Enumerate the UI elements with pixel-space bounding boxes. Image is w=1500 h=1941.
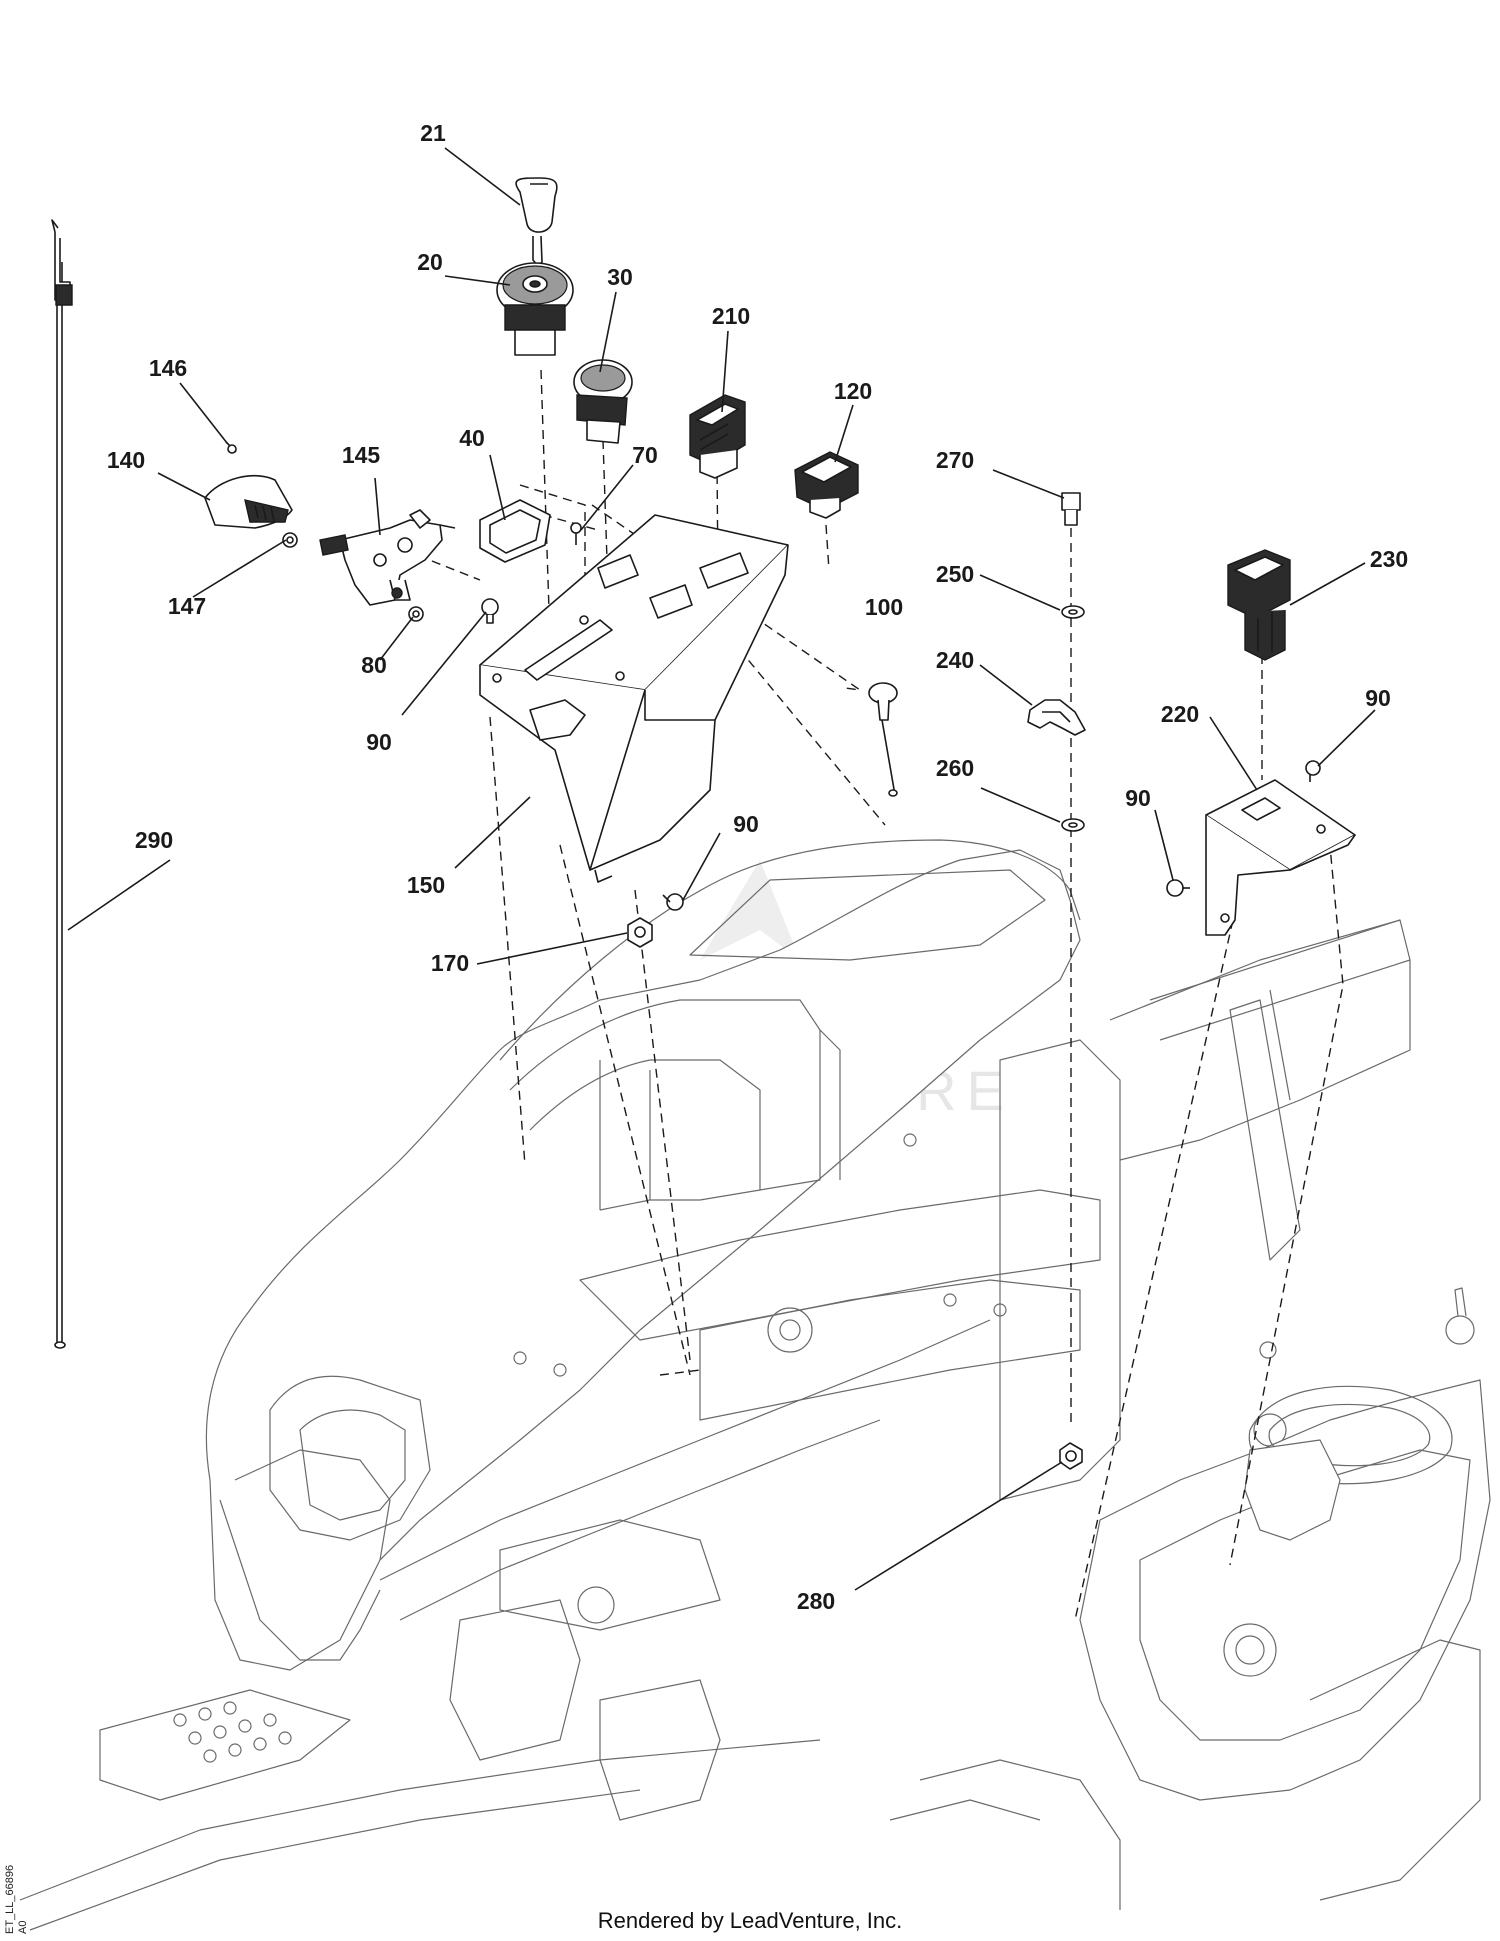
part-90-bolt-b: [662, 893, 684, 911]
frame-side-plate-right-2: [1109, 919, 1411, 1161]
callout-20: 20: [417, 249, 443, 275]
callout-80: 80: [361, 652, 387, 678]
lower-right-fender: [889, 1759, 1121, 1910]
left-fender-housing: [205, 849, 1081, 1671]
part-90-bolt-d: [1305, 760, 1321, 782]
callout-90-c: 90: [1365, 685, 1391, 711]
part-260-washer: [1061, 818, 1085, 832]
front-frame-bracket: [449, 1599, 581, 1761]
part-230-rocker-switch: [1227, 549, 1291, 661]
part-240-clamp: [1027, 699, 1086, 736]
lower-right-panel: [1309, 1639, 1481, 1901]
front-frame-bracket-2: [599, 1679, 721, 1821]
part-170-nut: [627, 917, 653, 948]
part-210-rocker-switch: [689, 394, 746, 479]
part-147-nut: [282, 532, 298, 548]
frame-side-plate-right: [999, 1039, 1121, 1501]
frame-diagonal-brace: [1149, 919, 1411, 1101]
watermark-logo-icon: [700, 860, 800, 960]
front-hitch-plate: [499, 1519, 721, 1631]
part-20-ignition-switch: [496, 262, 574, 356]
callout-100: 100: [865, 594, 903, 620]
part-150-console-panel: [479, 514, 789, 883]
callout-40: 40: [459, 425, 485, 451]
frame-rail-left-lower: [399, 1419, 881, 1621]
part-90-bolt-c: [1166, 879, 1190, 897]
tub-inner-wall-1: [509, 999, 821, 1211]
callout-280: 280: [797, 1588, 835, 1614]
part-70-screw: [570, 522, 582, 545]
frame-crossmember-2: [699, 1279, 1081, 1421]
part-250-washer: [1061, 605, 1085, 619]
part-280-nut: [1059, 1442, 1083, 1470]
callout-270: 270: [936, 447, 974, 473]
tub-inner-wall-3: [599, 1029, 841, 1210]
frame-rail-left: [379, 1319, 991, 1581]
right-knob: [1445, 1315, 1475, 1345]
footrest-step: [99, 1689, 351, 1801]
callout-150: 150: [407, 872, 445, 898]
right-seat-pad: [1244, 1439, 1341, 1541]
callout-147: 147: [168, 593, 206, 619]
callout-90-a: 90: [366, 729, 392, 755]
part-220-bracket: [1205, 779, 1356, 936]
part-21-ignition-key: [515, 177, 558, 267]
part-146-screw: [225, 441, 237, 454]
lower-left-fender: [219, 1499, 381, 1661]
footrest-holes: [173, 1701, 292, 1763]
part-40-trim-plate: [479, 499, 551, 563]
frame-crossmember-1: [579, 1189, 1101, 1341]
callout-146: 146: [149, 355, 187, 381]
fuel-cap-outer: [1223, 1623, 1277, 1677]
callout-260: 260: [936, 755, 974, 781]
callout-240: 240: [936, 647, 974, 673]
mower-body-frame: [19, 839, 1491, 1931]
callout-250: 250: [936, 561, 974, 587]
callout-90-b: 90: [733, 811, 759, 837]
callout-170: 170: [431, 950, 469, 976]
seat-pan-left: [269, 1375, 431, 1541]
callout-70: 70: [632, 442, 658, 468]
callout-140: 140: [107, 447, 145, 473]
front-frame-rail: [19, 1739, 821, 1931]
part-30-switch: [573, 359, 633, 444]
part-140-lever-knob: [204, 474, 293, 529]
callout-30: 30: [607, 264, 633, 290]
callout-120: 120: [834, 378, 872, 404]
callout-leaders: [67, 147, 1376, 1591]
callout-230: 230: [1370, 546, 1408, 572]
part-290-rod: [51, 219, 73, 1349]
right-knob-stem: [1454, 1287, 1467, 1317]
part-90-bolt-a: [481, 598, 499, 624]
console-top-outline: [499, 839, 1081, 1061]
right-fender-housing: [1079, 1379, 1491, 1801]
part-145-throttle-lever: [319, 509, 456, 606]
callout-labels: 21 20 30 210 120 146 145 140 40 70 147 8…: [107, 120, 1408, 1614]
callout-145: 145: [342, 442, 381, 468]
callout-290: 290: [135, 827, 173, 853]
tub-inner-wall-2: [529, 1059, 761, 1190]
fuel-cap-inner: [1235, 1635, 1265, 1665]
callout-21: 21: [420, 120, 446, 146]
footer-credit: Rendered by LeadVenture, Inc.: [597, 1908, 903, 1933]
part-100-choke-cable: [868, 682, 898, 797]
callout-220: 220: [1161, 701, 1199, 727]
seat-pan-left-inner: [299, 1409, 406, 1521]
callout-90-d: 90: [1125, 785, 1151, 811]
callout-210: 210: [712, 303, 750, 329]
frame-upright-right: [1229, 999, 1301, 1261]
console-display-panel: [689, 869, 1046, 961]
part-270-bolt: [1061, 492, 1081, 526]
lower-left-fender-edge: [234, 1449, 391, 1561]
part-120-indicator: [794, 451, 859, 519]
